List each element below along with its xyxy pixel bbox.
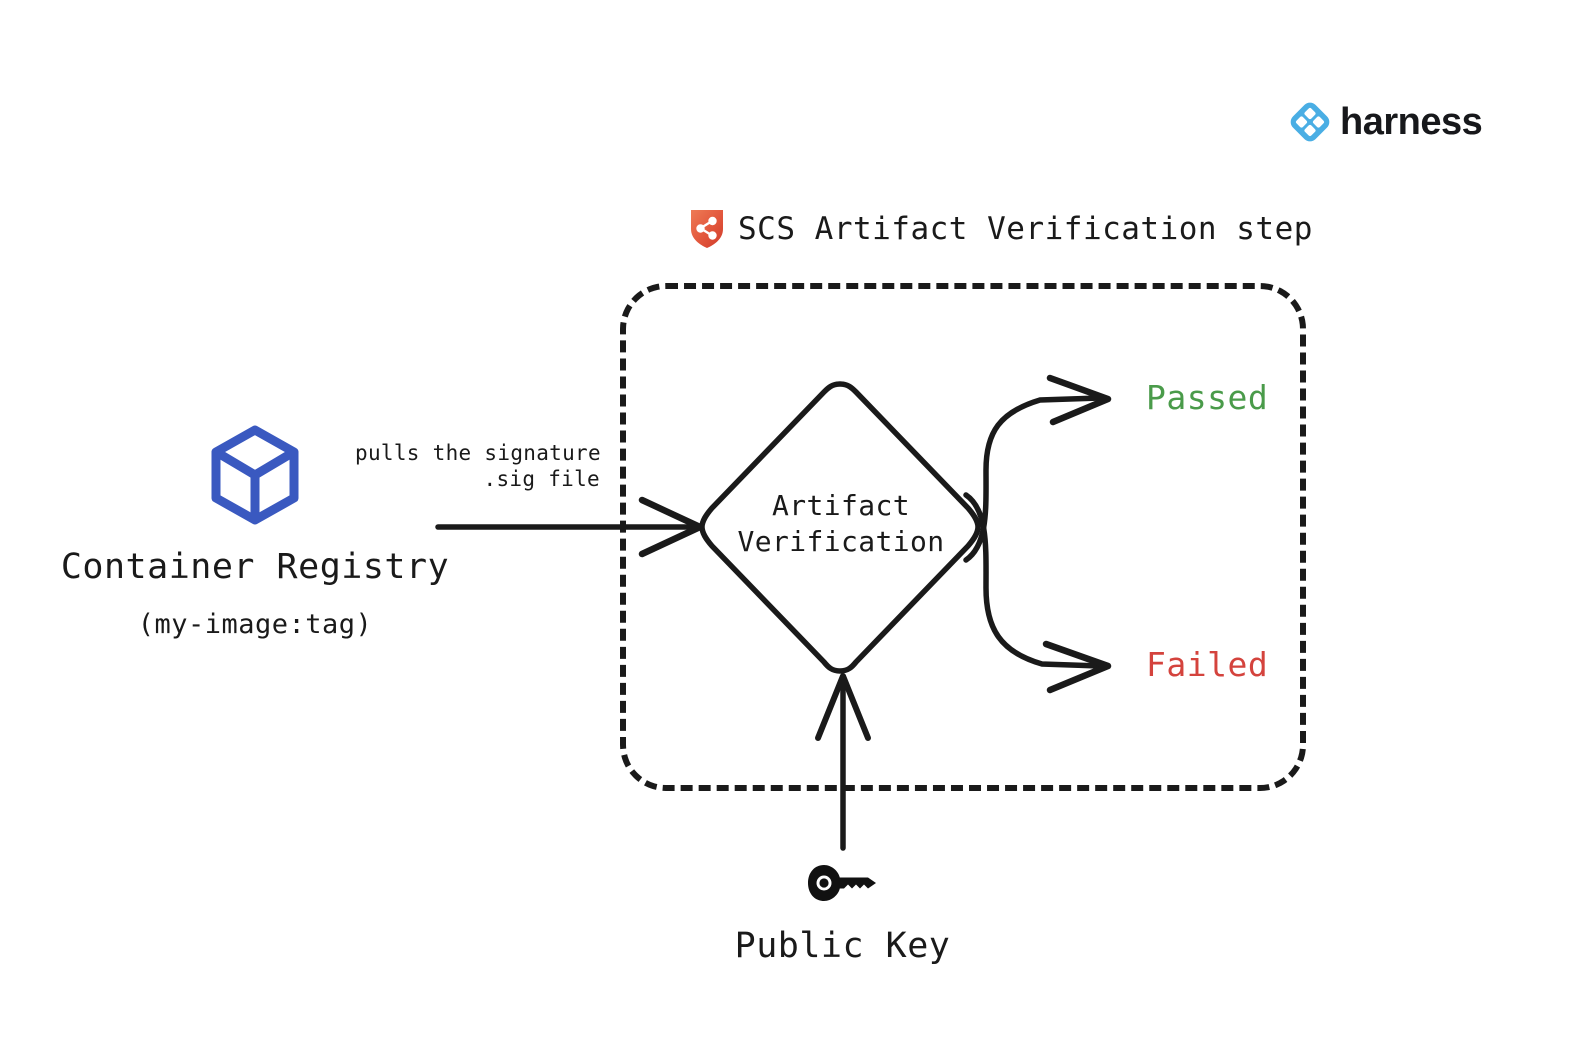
key-icon-wrap xyxy=(705,862,980,904)
scs-shield-icon xyxy=(691,210,723,248)
outcome-failed-label: Failed xyxy=(1146,645,1269,684)
decision-label-line1: Artifact xyxy=(771,489,911,522)
edge-label-pulls-signature: pulls the signature .sig file xyxy=(355,440,601,493)
public-key-node: Public Key xyxy=(705,862,980,966)
registry-icon-wrap xyxy=(50,425,460,525)
edge-label-line2: .sig file xyxy=(483,467,600,492)
harness-wordmark: harness xyxy=(1340,101,1483,143)
harness-diamond-logo-icon xyxy=(1290,102,1330,142)
public-key-label: Public Key xyxy=(734,926,951,966)
outcome-passed-label: Passed xyxy=(1146,378,1269,417)
edge-label-line1: pulls the signature xyxy=(355,441,601,465)
step-title-label: SCS Artifact Verification step xyxy=(738,211,1313,247)
key-icon xyxy=(807,865,876,901)
step-title: SCS Artifact Verification step xyxy=(690,209,1313,249)
container-registry-node: Container Registry (my-image:tag) xyxy=(50,425,460,640)
decision-node-label: Artifact Verification xyxy=(700,488,982,561)
registry-sublabel: (my-image:tag) xyxy=(137,609,373,640)
decision-label-line2: Verification xyxy=(737,525,945,559)
container-cube-icon xyxy=(211,425,299,525)
scs-step-container xyxy=(620,283,1306,791)
harness-logo: harness xyxy=(1288,100,1483,144)
registry-label: Container Registry xyxy=(60,547,450,587)
